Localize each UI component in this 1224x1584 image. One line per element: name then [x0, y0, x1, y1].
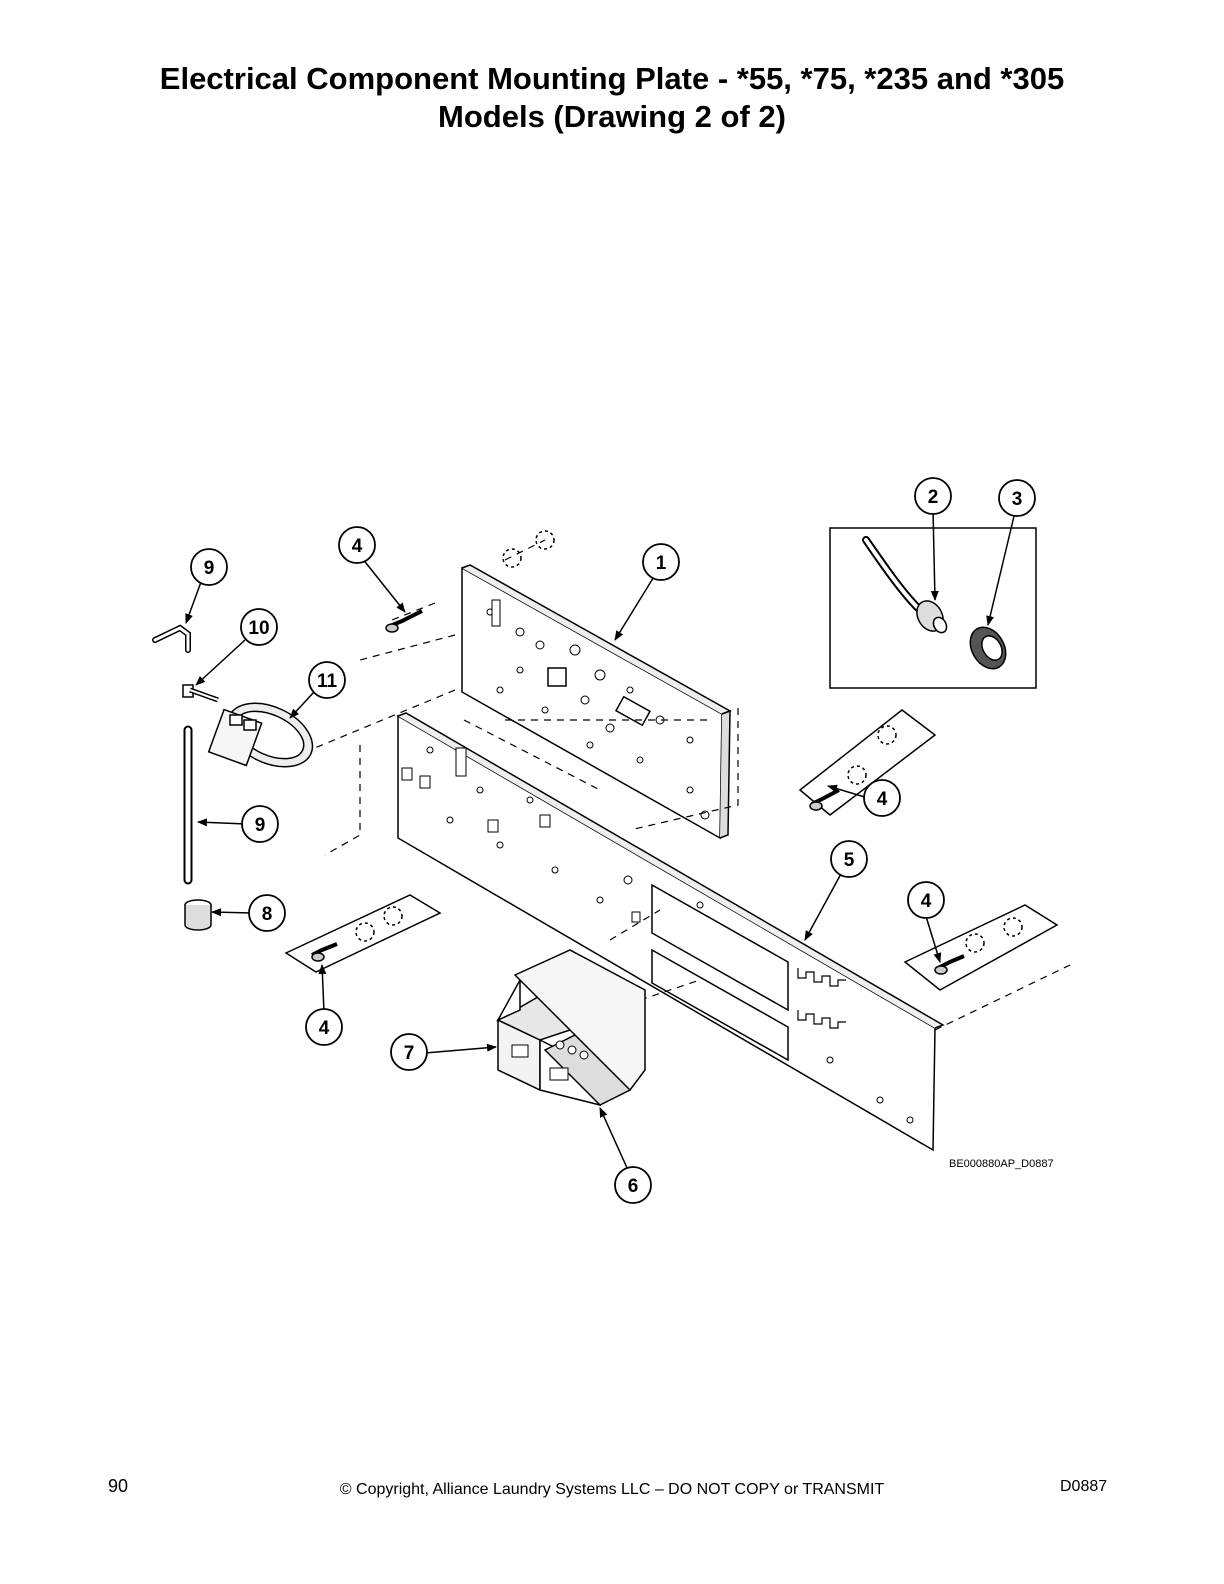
callout-8: 8 [248, 894, 286, 932]
copyright-notice: © Copyright, Alliance Laundry Systems LL… [339, 1481, 885, 1498]
svg-text:7: 7 [404, 1043, 415, 1064]
title-line-1: Electrical Component Mounting Plate - *5… [159, 61, 1065, 96]
svg-text:4: 4 [352, 536, 363, 557]
callout-4-right-lower: 4 [907, 881, 945, 919]
upper-mounting-plate [461, 564, 732, 840]
screw-top [385, 530, 555, 633]
svg-text:3: 3 [1012, 489, 1023, 510]
callout-4-right-upper: 4 [863, 779, 901, 817]
callout-9-top: 9 [190, 548, 228, 586]
contactor-assembly [496, 949, 646, 1106]
callout-1: 1 [642, 543, 680, 581]
title-line-2: Models (Drawing 2 of 2) [438, 99, 786, 134]
callout-2: 2 [914, 477, 952, 515]
svg-text:4: 4 [921, 891, 932, 912]
callout-4-top: 4 [338, 526, 376, 564]
lower-mounting-plate [397, 712, 945, 1152]
drawing-id: BE000880AP_D0887 [949, 1158, 1054, 1170]
svg-text:10: 10 [248, 618, 269, 639]
callout-6: 6 [614, 1166, 652, 1204]
screw-detail-left [284, 894, 442, 973]
leader-lines [185, 509, 1016, 1171]
document-code: D0887 [1060, 1478, 1108, 1495]
callout-3: 3 [998, 479, 1036, 517]
svg-text:1: 1 [656, 553, 667, 574]
callout-4-left: 4 [305, 1008, 343, 1046]
svg-text:4: 4 [319, 1018, 330, 1039]
alignment-lines [309, 539, 1071, 1031]
pressure-switch-assembly [152, 624, 314, 931]
svg-text:9: 9 [204, 558, 215, 579]
svg-text:11: 11 [317, 671, 338, 692]
svg-text:8: 8 [262, 904, 273, 925]
callout-10: 10 [240, 608, 278, 646]
inset-detail-box [829, 527, 1037, 689]
svg-text:6: 6 [628, 1176, 639, 1197]
callout-5: 5 [830, 840, 868, 878]
callout-9-lower: 9 [241, 805, 279, 843]
callouts: 1 2 3 4 4 4 4 5 6 7 8 9 9 10 11 [190, 477, 1036, 1204]
svg-text:4: 4 [877, 789, 888, 810]
svg-text:9: 9 [255, 815, 266, 836]
callout-7: 7 [390, 1033, 428, 1071]
svg-text:5: 5 [844, 850, 855, 871]
page-number: 90 [108, 1476, 129, 1496]
screw-detail-right-lower [903, 904, 1059, 991]
callout-11: 11 [308, 661, 346, 699]
svg-text:2: 2 [928, 487, 939, 508]
page-title: Electrical Component Mounting Plate - *5… [0, 60, 1224, 136]
